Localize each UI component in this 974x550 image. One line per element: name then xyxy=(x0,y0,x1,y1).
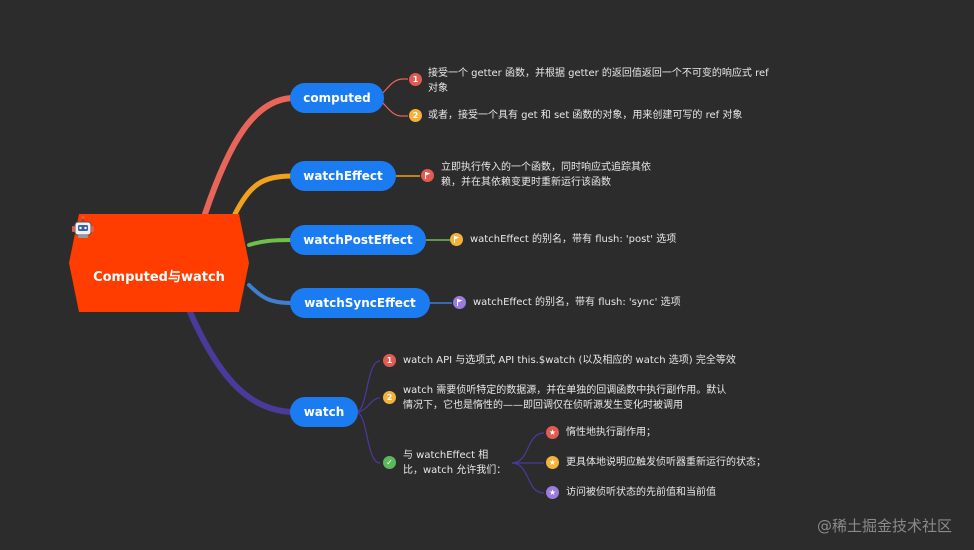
number-two-badge: 2 xyxy=(409,109,422,122)
check-icon: ✓ xyxy=(383,456,396,469)
watchsynceffect-item[interactable]: watchEffect 的别名，带有 flush: 'sync' 选项 xyxy=(473,297,681,308)
connector-watcheffect xyxy=(232,173,295,217)
watch-subitem-1[interactable]: 惰性地执行副作用； xyxy=(566,427,656,438)
star-icon: ★ xyxy=(546,456,559,469)
watch-item-1[interactable]: watch API 与选项式 API this.$watch (以及相应的 wa… xyxy=(403,355,736,366)
watch-item-3-line1: 与 watchEffect 相 xyxy=(403,450,489,461)
watch-subitem-2[interactable]: 更具体地说明应触发侦听器重新运行的状态； xyxy=(566,457,766,468)
watch-item-2[interactable]: watch 需要侦听特定的数据源，并在单独的回调函数中执行副作用。默认 情况下，… xyxy=(403,383,773,413)
flag-icon xyxy=(453,296,466,309)
watchposteffect-item[interactable]: watchEffect 的别名，带有 flush: 'post' 选项 xyxy=(470,234,677,245)
watch-item-2-line1: watch 需要侦听特定的数据源，并在单独的回调函数中执行副作用。默认 xyxy=(403,385,727,396)
star-icon: ★ xyxy=(546,486,559,499)
number-one-badge: 1 xyxy=(383,354,396,367)
connector-watchposteffect xyxy=(247,238,294,247)
watcheffect-item-line1: 立即执行传入的一个函数，同时响应式追踪其依 xyxy=(441,162,651,173)
watch-item-3-line2: 比，watch 允许我们： xyxy=(403,465,507,476)
connector-computed xyxy=(202,95,295,217)
root-hexagon-shape xyxy=(69,214,249,312)
root-node[interactable]: Computed与watch xyxy=(69,214,249,312)
computed-item-1[interactable]: 接受一个 getter 函数，并根据 getter 的返回值返回一个不可变的响应… xyxy=(428,66,808,96)
star-icon: ★ xyxy=(546,426,559,439)
computed-item-2[interactable]: 或者，接受一个具有 get 和 set 函数的对象，用来创建可写的 ref 对象 xyxy=(428,110,743,121)
branch-watch[interactable]: watch xyxy=(290,397,358,427)
connector-watch xyxy=(187,309,295,415)
branch-watchposteffect[interactable]: watchPostEffect xyxy=(290,225,426,255)
watch-item-3[interactable]: 与 watchEffect 相 比，watch 允许我们： xyxy=(403,448,515,478)
flag-icon xyxy=(450,233,463,246)
watch-subitem-3[interactable]: 访问被侦听状态的先前值和当前值 xyxy=(566,487,716,498)
root-title: Computed与watch xyxy=(93,270,225,285)
watermark: @稀土掘金技术社区 xyxy=(816,517,952,535)
number-one-badge: 1 xyxy=(409,73,422,86)
watcheffect-item[interactable]: 立即执行传入的一个函数，同时响应式追踪其依 赖，并在其依赖变更时重新运行该函数 xyxy=(441,160,691,190)
flag-icon xyxy=(421,169,434,182)
connector-watchsynceffect xyxy=(247,283,294,305)
robot-icon xyxy=(72,216,94,238)
branch-computed[interactable]: computed xyxy=(290,83,384,113)
watcheffect-item-line2: 赖，并在其依赖变更时重新运行该函数 xyxy=(441,177,611,188)
branch-watcheffect[interactable]: watchEffect xyxy=(290,161,396,191)
branch-watchsynceffect[interactable]: watchSyncEffect xyxy=(290,288,430,318)
computed-item-1-line2: 对象 xyxy=(428,83,448,94)
computed-item-1-line1: 接受一个 getter 函数，并根据 getter 的返回值返回一个不可变的响应… xyxy=(428,68,769,79)
number-two-badge: 2 xyxy=(383,391,396,404)
watch-item-2-line2: 情况下，它也是惰性的——即回调仅在侦听源发生变化时被调用 xyxy=(403,400,683,411)
